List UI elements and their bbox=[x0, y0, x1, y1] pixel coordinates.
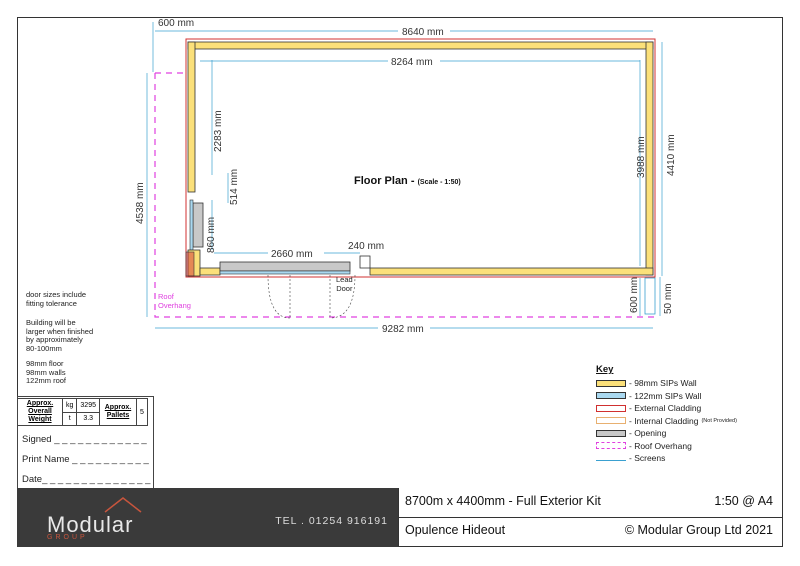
date-field: Date_ _ _ _ _ _ _ _ _ _ _ _ _ _ bbox=[22, 474, 151, 485]
dim-4538: 4538 mm bbox=[135, 182, 146, 224]
key-row: - Roof Overhang bbox=[596, 440, 737, 453]
lead-door-label: Lead Door bbox=[336, 275, 353, 293]
sheet-scale: 1:50 @ A4 bbox=[714, 494, 773, 508]
dim-3988: 3988 mm bbox=[636, 136, 647, 178]
telephone: TEL . 01254 916191 bbox=[275, 515, 388, 527]
dim-514: 514 mm bbox=[229, 169, 240, 205]
company-logo-sub: GROUP bbox=[47, 534, 88, 541]
roof-overhang-outline bbox=[154, 72, 655, 318]
key-row: - Opening bbox=[596, 427, 737, 440]
key-swatch-icon bbox=[596, 404, 626, 412]
dim-860: 860 mm bbox=[206, 217, 217, 253]
key-label: - Opening bbox=[629, 428, 667, 439]
pallets-label: Approx. Pallets bbox=[98, 398, 137, 426]
key-swatch-icon bbox=[596, 429, 626, 437]
kg-value: 3295 bbox=[76, 398, 100, 413]
svg-text:Floor Plan - (Scale - 1:50): Floor Plan - (Scale - 1:50) bbox=[354, 175, 461, 187]
dim-50: 50 mm bbox=[663, 283, 674, 314]
door-pier bbox=[359, 255, 371, 269]
bottom-wall-right bbox=[369, 267, 654, 276]
dim-8640: 8640 mm bbox=[402, 27, 444, 38]
corner-cladding bbox=[185, 251, 195, 277]
dim-600-top: 600 mm bbox=[158, 18, 194, 29]
left-wall-opening bbox=[192, 202, 204, 248]
key-label: - Screens bbox=[629, 453, 666, 464]
key-label: - External Cladding bbox=[629, 403, 702, 414]
key-label: - Roof Overhang bbox=[629, 440, 692, 451]
signed-field: Signed _ _ _ _ _ _ _ _ _ _ _ _ bbox=[22, 434, 147, 445]
bottom-wall-left bbox=[199, 267, 221, 276]
dim-8264: 8264 mm bbox=[391, 57, 433, 68]
key-swatch-icon bbox=[596, 442, 626, 450]
key-swatch-icon bbox=[596, 456, 626, 461]
key-label: - 98mm SIPs Wall bbox=[629, 378, 697, 389]
project-name: Opulence Hideout bbox=[405, 523, 506, 537]
left-wall-screen bbox=[189, 199, 194, 251]
title-block: 8700m x 4400mm - Full Exterior Kit 1:50 … bbox=[398, 488, 783, 547]
door-swing-right bbox=[329, 274, 356, 319]
thickness-note: 98mm floor 98mm walls 122mm roof bbox=[26, 359, 67, 385]
left-wall-upper bbox=[187, 41, 196, 193]
key-row: - Screens bbox=[596, 452, 737, 465]
weight-label: Approx. Overall Weight bbox=[17, 398, 63, 426]
dim-4410: 4410 mm bbox=[666, 134, 677, 176]
company-logo: Modular bbox=[47, 512, 134, 537]
key-swatch-icon bbox=[596, 379, 626, 387]
dim-9282: 9282 mm bbox=[382, 324, 424, 335]
top-wall bbox=[187, 41, 654, 50]
key-label-note: (Not Provided) bbox=[701, 417, 737, 424]
key-swatch-icon bbox=[596, 392, 626, 400]
kg-label: kg bbox=[61, 398, 78, 413]
dim-240: 240 mm bbox=[348, 241, 384, 252]
plan-scale: (Scale - 1:50) bbox=[418, 179, 461, 186]
key-label: - 122mm SIPs Wall bbox=[629, 390, 702, 401]
t-label: t bbox=[61, 411, 78, 426]
print-name-field: Print Name _ _ _ _ _ _ _ _ _ _ bbox=[22, 454, 149, 465]
drawing-sheet bbox=[17, 17, 783, 547]
building-larger-note: Building will be larger when finished by… bbox=[26, 318, 94, 353]
weight-table: Approx. Overall Weight kg 3295 Approx. P… bbox=[17, 398, 148, 426]
right-post bbox=[644, 277, 656, 315]
pallets-value: 5 bbox=[135, 398, 148, 426]
copyright: © Modular Group Ltd 2021 bbox=[624, 523, 773, 537]
key-title: Key bbox=[596, 364, 614, 375]
right-wall bbox=[645, 41, 654, 276]
key-row: - External Cladding bbox=[596, 402, 737, 415]
footer-bar: Modular GROUP TEL . 01254 916191 bbox=[17, 488, 398, 547]
key-label: - Internal Cladding bbox=[629, 415, 699, 426]
dim-600-bottom: 600 mm bbox=[629, 277, 640, 313]
roof-overhang-label: Roof Overhang bbox=[158, 292, 191, 310]
front-screen bbox=[219, 270, 351, 275]
key-swatch-icon bbox=[596, 417, 626, 425]
door-swing-left bbox=[267, 274, 291, 319]
door-sizes-note: door sizes include fitting tolerance bbox=[26, 290, 87, 308]
front-opening bbox=[219, 261, 351, 272]
kit-title: 8700m x 4400mm - Full Exterior Kit bbox=[405, 494, 601, 508]
key-row: - Internal Cladding(Not Provided) bbox=[596, 415, 737, 428]
plan-title: Floor Plan - bbox=[354, 175, 418, 187]
dim-2660: 2660 mm bbox=[271, 249, 313, 260]
dim-2283: 2283 mm bbox=[213, 110, 224, 152]
external-cladding bbox=[185, 38, 656, 278]
key-row: - 98mm SIPs Wall bbox=[596, 377, 737, 390]
t-value: 3.3 bbox=[76, 411, 100, 426]
legend-key: Key - 98mm SIPs Wall- 122mm SIPs Wall - E… bbox=[596, 364, 737, 465]
logo-roof-icon bbox=[104, 497, 142, 513]
key-row: - 122mm SIPs Wall bbox=[596, 390, 737, 403]
